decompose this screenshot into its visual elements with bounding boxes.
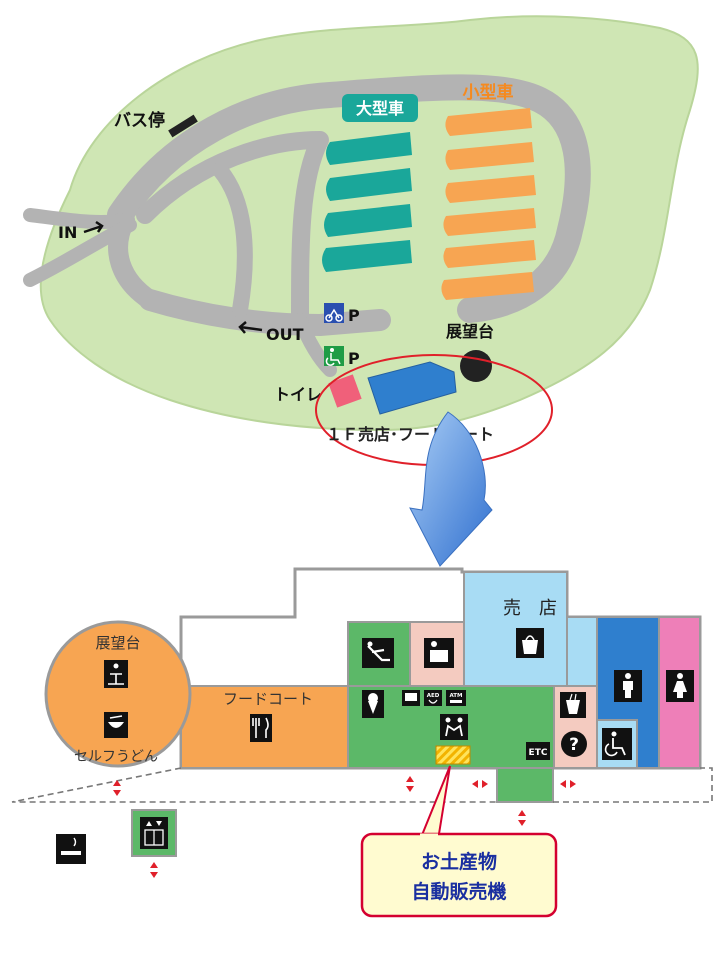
bus-stop-marker	[168, 114, 198, 138]
observation-deck-area	[44, 620, 192, 768]
toilet-building	[328, 374, 362, 408]
accessible-parking-label: P	[348, 349, 360, 368]
large-vehicle-label: 大型車	[356, 99, 404, 118]
cutlery-icon	[250, 714, 272, 742]
toilet-label: トイレ	[274, 385, 322, 404]
small-parking-bay	[445, 175, 536, 203]
massage-chair-icon	[362, 638, 394, 668]
elevator-icon	[140, 817, 168, 849]
small-parking-bay	[443, 208, 536, 236]
aed-icon: AED	[424, 690, 442, 706]
walkway-boundary	[11, 767, 713, 803]
shop-label: 売 店	[503, 598, 557, 619]
nursing-room-icon	[440, 714, 468, 740]
udon-bowl-icon	[104, 712, 128, 738]
callout-line2: 自動販売機	[411, 880, 506, 903]
shop-area	[463, 571, 568, 687]
callout-line1: お土産物	[421, 850, 497, 873]
shopping-bag-icon	[516, 628, 544, 658]
large-parking-bay	[322, 240, 412, 272]
road-network	[23, 74, 591, 377]
self-udon-label: セルフうどん	[74, 749, 158, 765]
bus-stop-label: バス停	[114, 110, 165, 131]
small-parking-bay	[445, 108, 532, 136]
callout-pointer	[418, 765, 451, 841]
callout-box	[360, 832, 558, 918]
observation-deck-marker	[460, 350, 492, 382]
exit-area-green	[496, 767, 554, 803]
small-vehicle-parking: 小型車	[441, 82, 536, 300]
plan-observation-label: 展望台	[95, 634, 140, 652]
large-parking-bay	[326, 168, 412, 201]
smoking-area-icon	[56, 834, 86, 864]
mens-toilet-icon	[614, 670, 642, 702]
large-vehicle-parking: 大型車	[322, 94, 418, 272]
small-parking-bay	[441, 272, 534, 300]
wheelchair-icon	[602, 728, 632, 760]
svg-text:AED: AED	[427, 693, 440, 699]
ice-cream-icon	[362, 690, 384, 718]
small-vehicle-label: 小型車	[463, 82, 514, 103]
svg-text:ATM: ATM	[449, 693, 462, 699]
in-arrow-icon	[83, 220, 104, 234]
atm-icon: ATM	[446, 690, 466, 706]
large-parking-bay	[324, 204, 412, 237]
information-icon: ?	[561, 731, 587, 757]
large-parking-bay	[326, 132, 412, 165]
etc-icon	[526, 742, 550, 760]
small-parking-bay	[445, 142, 534, 170]
in-label: IN	[58, 223, 77, 242]
large-vehicle-header	[342, 94, 418, 122]
etc-label: ETC	[529, 748, 548, 758]
dining-table-icon	[104, 660, 128, 688]
out-arrow-icon	[238, 321, 263, 334]
drink-cup-icon	[560, 692, 586, 718]
souvenir-vending-machine[interactable]	[435, 745, 471, 765]
computer-icon	[402, 690, 420, 706]
svg-text:?: ?	[569, 735, 579, 755]
motorcycle-parking-label: P	[348, 306, 360, 325]
out-label: OUT	[266, 325, 304, 344]
observation-deck-label: 展望台	[446, 322, 494, 341]
food-court-label: フードコート	[223, 690, 313, 708]
pointer-arrow	[409, 411, 493, 567]
shop-extension	[566, 616, 598, 687]
entrance-markers	[113, 776, 576, 878]
womens-toilet-icon	[666, 670, 694, 702]
kiosk-icon	[424, 638, 454, 668]
shop-building	[367, 361, 457, 415]
small-parking-bay	[443, 240, 536, 268]
floor-plan: フードコート 展望台 セルフうどん	[11, 567, 713, 918]
site-map: バス停 IN OUT 大型車 小型車	[23, 15, 699, 466]
